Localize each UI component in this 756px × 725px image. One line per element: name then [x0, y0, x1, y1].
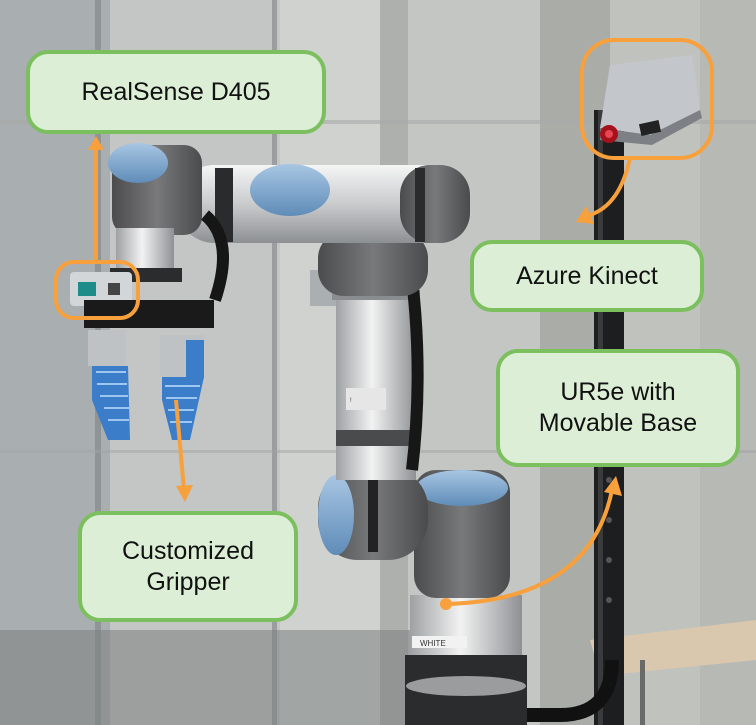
callout-kinect — [576, 38, 714, 224]
label-kinect-text: Azure Kinect — [516, 261, 658, 290]
ur5e-base: WHITE — [405, 595, 527, 725]
callout-gripper — [174, 399, 193, 502]
svg-text:!: ! — [350, 398, 352, 404]
callout-ur5e — [440, 476, 622, 610]
callout-realsense — [54, 136, 140, 320]
label-ur5e-line1: UR5e with — [560, 378, 676, 406]
label-realsense-d405: RealSense D405 — [26, 50, 326, 134]
label-azure-kinect: Azure Kinect — [470, 240, 704, 312]
label-realsense-text: RealSense D405 — [81, 77, 271, 106]
label-ur5e-line2: Movable Base — [538, 409, 698, 437]
label-gripper-line2: Gripper — [146, 567, 230, 596]
label-ur5e-movable-base: UR5e with Movable Base — [496, 349, 740, 467]
label-gripper-line1: Customized — [122, 536, 254, 565]
svg-text:WHITE: WHITE — [420, 639, 446, 648]
customized-gripper — [88, 330, 204, 440]
realsense-d405-camera — [70, 272, 132, 306]
azure-kinect-camera — [600, 55, 702, 145]
label-customized-gripper: Customized Gripper — [78, 511, 298, 622]
